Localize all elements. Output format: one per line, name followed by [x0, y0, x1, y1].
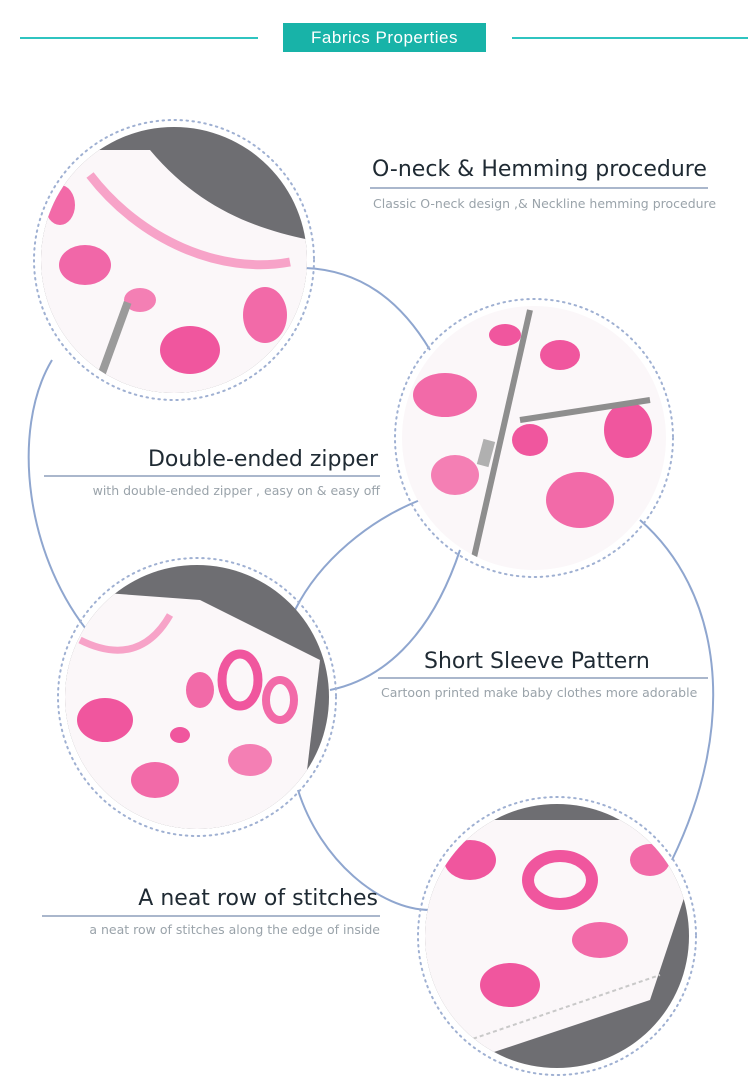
feature-desc-sleeve: Cartoon printed make baby clothes more a… [381, 685, 698, 700]
feature-desc-stitches: a neat row of stitches along the edge of… [89, 922, 380, 937]
feature-title-sleeve: Short Sleeve Pattern [424, 649, 650, 674]
feature-rule-sleeve [378, 677, 708, 679]
photo-stitches [417, 796, 697, 1076]
feature-desc-oneck: Classic O-neck design ,& Neckline hemmin… [373, 196, 717, 211]
header-line-right [512, 37, 748, 39]
feature-title-zipper: Double-ended zipper [147, 447, 378, 472]
photo-oneck [33, 119, 315, 401]
feature-rule-oneck [370, 187, 708, 189]
feature-title-stitches: A neat row of stitches [138, 886, 378, 911]
section-title-badge: Fabrics Properties [283, 23, 486, 52]
feature-desc-zipper: with double-ended zipper , easy on & eas… [92, 483, 380, 498]
connector-lines [27, 267, 715, 911]
photo-zipper [394, 298, 674, 578]
feature-rule-zipper [44, 475, 380, 477]
feature-rule-stitches [42, 915, 380, 917]
feature-title-oneck: O-neck & Hemming procedure [372, 157, 707, 182]
photo-sleeve [57, 557, 337, 837]
header-line-left [20, 37, 258, 39]
